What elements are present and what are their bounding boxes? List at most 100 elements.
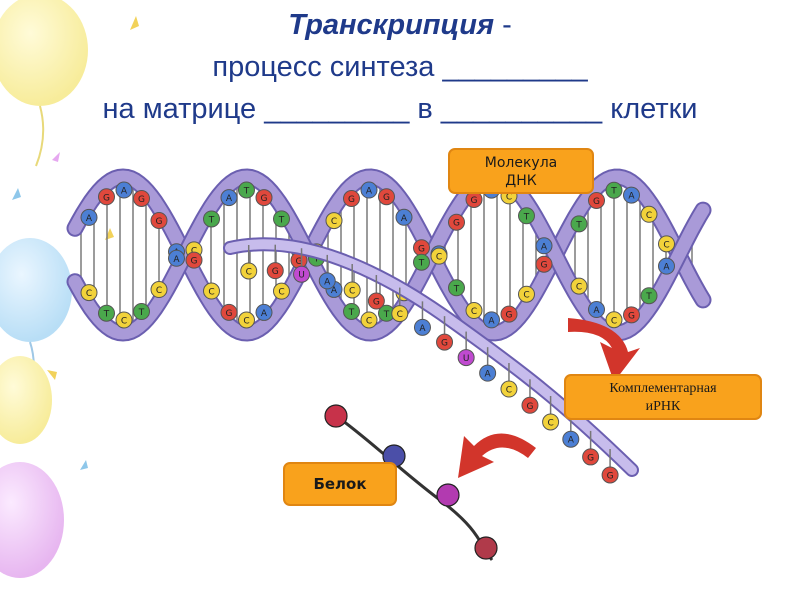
nucleotide: G xyxy=(448,213,465,231)
nucleotide: C xyxy=(465,302,483,320)
mrna-label: Комплементарная иРНК xyxy=(564,374,762,420)
svg-text:C: C xyxy=(86,289,92,299)
svg-text:T: T xyxy=(523,212,530,222)
rna-nucleotide: C xyxy=(542,395,560,431)
svg-text:C: C xyxy=(156,286,162,296)
svg-text:A: A xyxy=(324,277,331,287)
svg-text:T: T xyxy=(418,259,425,269)
nucleotide: C xyxy=(150,281,168,299)
nucleotide: A xyxy=(535,237,553,255)
svg-text:A: A xyxy=(366,187,373,197)
nucleotide: A xyxy=(588,301,605,319)
nucleotide: C xyxy=(570,277,588,295)
svg-text:G: G xyxy=(593,197,600,207)
arrow-dna-to-rna xyxy=(568,318,640,382)
svg-text:A: A xyxy=(541,242,548,252)
nucleotide: C xyxy=(640,205,658,223)
title-line-2: процесс синтеза _________ xyxy=(212,51,588,83)
svg-text:C: C xyxy=(436,253,442,263)
process-arrows xyxy=(458,318,640,478)
svg-text:C: C xyxy=(611,316,617,326)
svg-text:C: C xyxy=(663,240,669,250)
balloon-purple-bottom xyxy=(0,462,64,578)
svg-text:T: T xyxy=(453,284,460,294)
nucleotide: T xyxy=(378,304,395,322)
dna-label-line2: ДНК xyxy=(505,173,537,189)
svg-text:G: G xyxy=(506,311,513,321)
svg-text:C: C xyxy=(576,283,582,293)
mrna-label-line1: Комплементарная xyxy=(609,381,717,396)
svg-text:G: G xyxy=(373,298,380,308)
nucleotide: T xyxy=(570,215,588,233)
svg-text:A: A xyxy=(488,316,495,326)
svg-text:U: U xyxy=(463,354,470,364)
nucleotide: C xyxy=(430,247,448,265)
svg-text:C: C xyxy=(397,310,403,320)
svg-text:C: C xyxy=(646,211,652,221)
svg-text:T: T xyxy=(278,215,285,225)
svg-text:A: A xyxy=(663,263,670,273)
nucleotide: A xyxy=(360,181,378,199)
nucleotide: C xyxy=(238,311,255,329)
title-term: Транскрипция xyxy=(288,9,495,41)
svg-text:A: A xyxy=(226,194,233,204)
nucleotide: G xyxy=(133,189,150,207)
title-dash: - xyxy=(494,9,512,41)
svg-text:G: G xyxy=(272,267,279,277)
svg-text:G: G xyxy=(587,453,594,463)
nucleotide: T xyxy=(343,302,360,320)
svg-text:A: A xyxy=(121,187,128,197)
svg-text:T: T xyxy=(138,308,145,318)
svg-text:G: G xyxy=(628,311,635,321)
nucleotide: C xyxy=(658,235,675,253)
svg-text:G: G xyxy=(191,257,198,267)
nucleotide: A xyxy=(80,208,98,226)
dna-helix: ACGTACGTGCAACGTCAGTCGATCAGCTCAGTACGTACGT… xyxy=(66,168,712,342)
nucleotide: C xyxy=(203,282,220,300)
nucleotide: A xyxy=(658,257,675,275)
nucleotide: C xyxy=(325,212,343,230)
nucleotide: C xyxy=(273,282,290,300)
svg-text:A: A xyxy=(568,436,575,446)
nucleotide: G xyxy=(413,239,430,257)
balloon-yellow-top xyxy=(0,0,88,167)
nucleotide: G xyxy=(185,251,203,269)
rna-nucleotide: A xyxy=(479,347,497,382)
nucleotide: T xyxy=(518,207,535,225)
svg-text:C: C xyxy=(243,316,249,326)
balloon-yellow-left xyxy=(0,356,52,444)
nucleotide: T xyxy=(203,210,220,228)
rna-nucleotide: G xyxy=(266,244,284,280)
nucleotide: T xyxy=(238,181,255,199)
svg-text:A: A xyxy=(331,286,338,296)
rna-nucleotide: G xyxy=(601,448,619,484)
nucleotide: A xyxy=(220,189,238,207)
title-line-1: Транскрипция - xyxy=(0,6,800,44)
svg-text:G: G xyxy=(138,195,145,205)
rna-nucleotide: G xyxy=(521,379,539,414)
rna-nucleotide: G xyxy=(436,316,454,351)
nucleotide: G xyxy=(150,211,168,229)
nucleotide: G xyxy=(500,305,518,323)
mrna-label-line2: иРНК xyxy=(645,399,681,414)
nucleotide: G xyxy=(343,190,360,208)
svg-text:G: G xyxy=(383,193,390,203)
nucleotide: A xyxy=(483,311,500,329)
svg-text:A: A xyxy=(86,214,93,224)
nucleotide: G xyxy=(588,191,605,209)
svg-text:U: U xyxy=(298,271,305,281)
rna-nucleotide: C xyxy=(343,264,361,299)
svg-text:C: C xyxy=(366,316,372,326)
rna-nucleotide: C xyxy=(240,245,258,280)
nucleotide: A xyxy=(115,181,133,199)
protein-label: Белок xyxy=(283,462,397,506)
amino-acid xyxy=(436,483,460,507)
amino-acid xyxy=(474,536,498,560)
nucleotide: G xyxy=(98,188,115,206)
svg-text:A: A xyxy=(628,192,635,202)
svg-text:G: G xyxy=(261,194,268,204)
svg-text:C: C xyxy=(208,288,214,298)
svg-text:T: T xyxy=(645,292,652,302)
nucleotide: C xyxy=(80,284,98,302)
